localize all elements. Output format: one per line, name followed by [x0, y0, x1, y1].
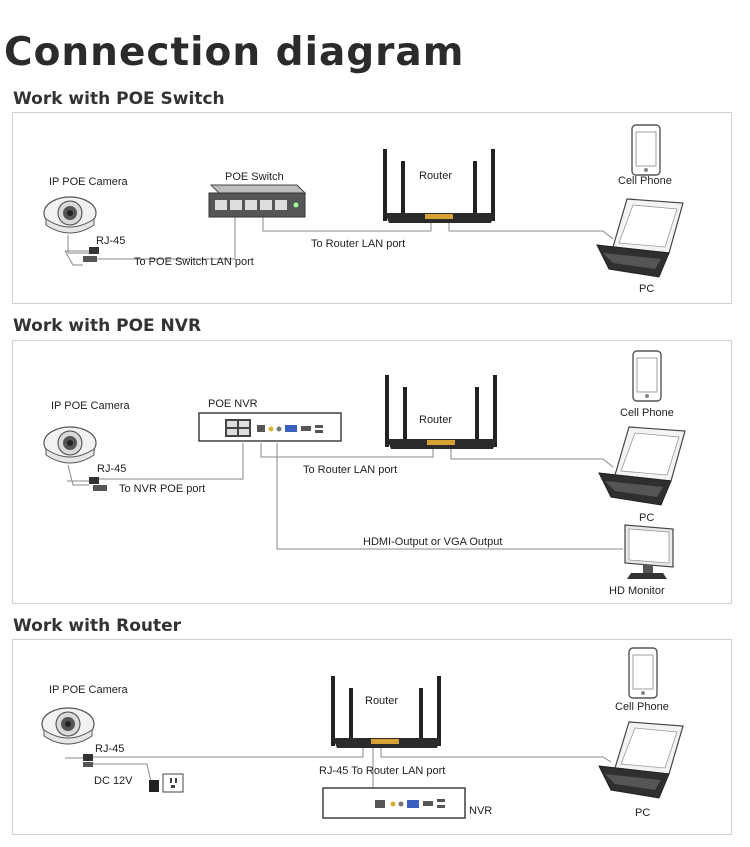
- panel-router: IP POE Camera RJ-45 DC 12V Router RJ-45 …: [12, 639, 732, 835]
- monitor-icon: [624, 524, 674, 579]
- cable-lines: [65, 746, 612, 791]
- rj45-plug-icon: [67, 464, 107, 491]
- panel-poe-switch: IP POE Camera RJ-45 To POE Switch LAN po…: [12, 112, 732, 304]
- dc-label: DC 12V: [94, 775, 133, 787]
- section-title-poe-nvr: Work with POE NVR: [13, 316, 202, 336]
- cell-phone-label: Cell Phone: [620, 407, 674, 419]
- pc-label: PC: [639, 283, 654, 295]
- cell-phone-label: Cell Phone: [615, 701, 669, 713]
- section-title-router: Work with Router: [13, 616, 182, 636]
- cell-phone-icon: [631, 124, 661, 176]
- rj45-label: RJ-45: [95, 743, 124, 755]
- dome-camera-icon: [43, 196, 97, 254]
- panel-poe-nvr: IP POE Camera RJ-45 To NVR POE port POE …: [12, 340, 732, 604]
- rj45-label: RJ-45: [97, 463, 126, 475]
- router-icon: [331, 676, 441, 748]
- rj45-label: RJ-45: [96, 235, 125, 247]
- cell-phone-icon: [632, 350, 662, 402]
- monitor-label: HD Monitor: [609, 585, 665, 597]
- section-title-poe-switch: Work with POE Switch: [13, 89, 225, 109]
- camera-label: IP POE Camera: [49, 176, 129, 188]
- to-router-label: To Router LAN port: [311, 238, 405, 250]
- dome-camera-icon: [43, 426, 97, 464]
- nvr-icon: [322, 787, 466, 819]
- pc-label: PC: [635, 807, 650, 819]
- power-adapter-icon: [149, 773, 184, 793]
- laptop-icon: [598, 721, 684, 799]
- laptop-icon: [596, 198, 684, 278]
- pc-label: PC: [639, 512, 654, 524]
- camera-label: IP POE Camera: [51, 400, 131, 412]
- router-icon: [383, 149, 495, 223]
- poe-switch-icon: [208, 184, 307, 218]
- rj45-plug-icon: [83, 754, 93, 767]
- to-router-label: To Router LAN port: [303, 464, 397, 476]
- cell-phone-label: Cell Phone: [618, 175, 672, 187]
- laptop-icon: [598, 426, 686, 506]
- nvr-label: NVR: [469, 805, 492, 817]
- rj45-plug-icon: [64, 247, 99, 266]
- camera-label: IP POE Camera: [49, 684, 129, 696]
- router-label: Router: [365, 695, 398, 707]
- dome-camera-icon: [41, 707, 95, 745]
- to-router-label: RJ-45 To Router LAN port: [319, 765, 445, 777]
- router-label: Router: [419, 414, 452, 426]
- poe-nvr-icon: [198, 412, 342, 442]
- hdmi-vga-label: HDMI‐Output or VGA Output: [363, 536, 502, 548]
- page-title: Connection diagram: [4, 30, 465, 75]
- to-switch-label: To POE Switch LAN port: [134, 256, 254, 268]
- router-icon: [385, 375, 497, 449]
- cell-phone-icon: [628, 647, 658, 699]
- nvr-label: POE NVR: [208, 398, 258, 410]
- cable-lines: [67, 443, 623, 550]
- router-label: Router: [419, 170, 452, 182]
- switch-label: POE Switch: [225, 171, 284, 183]
- to-nvr-label: To NVR POE port: [119, 483, 205, 495]
